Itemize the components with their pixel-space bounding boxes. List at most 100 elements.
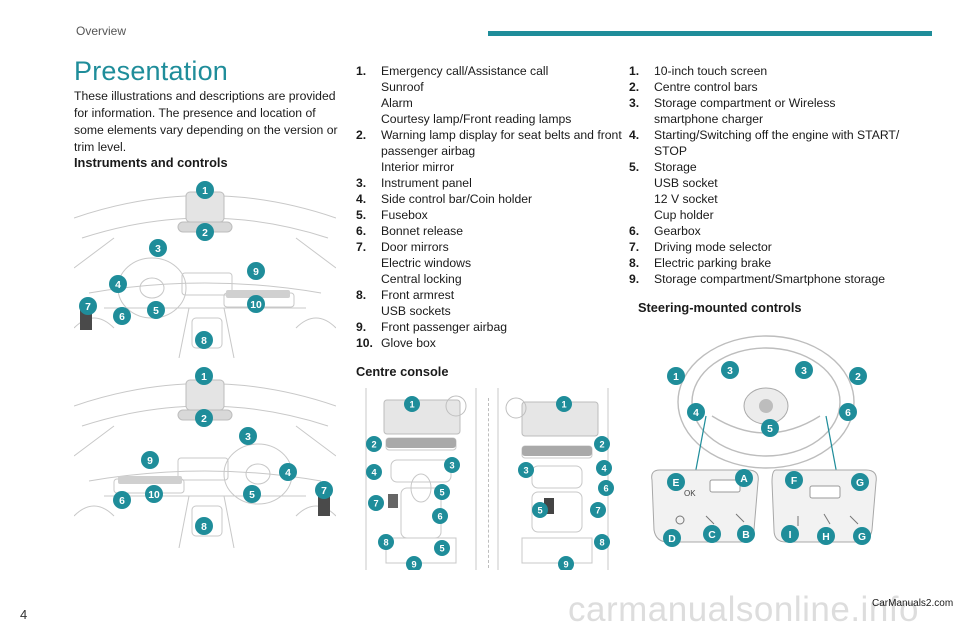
callout-badge-circle: [196, 223, 214, 241]
callout-badge: A: [735, 469, 753, 487]
callout-badge-circle: [239, 427, 257, 445]
item-text: Central locking: [381, 272, 462, 286]
callout-badge-circle: [839, 403, 857, 421]
callout-badge-label: F: [791, 476, 797, 487]
callout-badge-circle: [243, 485, 261, 503]
watermark: carmanualsonline.info: [568, 590, 919, 629]
callout-badge-circle: [518, 462, 534, 478]
list-item: 9.Storage compartment/Smartphone storage: [629, 271, 929, 287]
callout-badge-label: E: [673, 478, 680, 489]
console-divider: [488, 398, 489, 568]
callout-badge-label: 6: [603, 483, 608, 493]
item-text: Courtesy lamp/Front reading lamps: [381, 112, 572, 126]
callout-badge-circle: [145, 485, 163, 503]
callout-badge-circle: [667, 367, 685, 385]
header-accent-bar: [488, 31, 932, 36]
callout-badge: 3: [239, 427, 257, 445]
callout-badge: 2: [366, 436, 382, 452]
callout-badge-circle: [404, 396, 420, 412]
callout-badge-label: G: [856, 478, 864, 489]
callout-badge: 10: [145, 485, 163, 503]
callout-badge-label: B: [742, 530, 749, 541]
callout-badge-label: 2: [855, 372, 861, 383]
callout-badge-label: 9: [147, 456, 153, 467]
callout-badge: 6: [432, 508, 448, 524]
callout-badge-circle: [434, 484, 450, 500]
callout-badge: 8: [195, 517, 213, 535]
callout-badge-label: 8: [599, 537, 604, 547]
callout-badge-circle: [247, 295, 265, 313]
callout-badge: H: [817, 527, 835, 545]
item-text: Gearbox: [654, 224, 701, 238]
callout-badge-circle: [368, 495, 384, 511]
callout-badge-label: 6: [845, 408, 851, 419]
steering-heading: Steering-mounted controls: [638, 300, 802, 315]
item-text: Instrument panel: [381, 176, 472, 190]
callout-badge-circle: [279, 463, 297, 481]
callout-badge: 2: [196, 223, 214, 241]
callout-badge: B: [737, 525, 755, 543]
callout-badge-circle: [556, 396, 572, 412]
callout-badge: 4: [687, 403, 705, 421]
callout-badge-circle: [795, 361, 813, 379]
callout-badge-label: 7: [373, 498, 378, 508]
item-number: 3.: [356, 176, 367, 190]
callout-badge-label: 5: [439, 487, 444, 497]
item-text: Cup holder: [654, 208, 714, 222]
callout-badge-circle: [141, 451, 159, 469]
callout-badge: 4: [366, 464, 382, 480]
callout-badge-label: 1: [673, 372, 679, 383]
callout-badge: G: [851, 473, 869, 491]
list-item: 8.Electric parking brake: [629, 255, 929, 271]
callout-badge: 6: [113, 491, 131, 509]
item-text: Front passenger airbag: [381, 320, 508, 334]
callout-badge-circle: [721, 361, 739, 379]
callout-badge: 2: [849, 367, 867, 385]
callout-badge-circle: [79, 297, 97, 315]
item-text: Front armrest: [381, 288, 455, 302]
callout-badge-label: 4: [285, 468, 291, 479]
callout-badge-label: 8: [201, 336, 207, 347]
callout-badge: D: [663, 529, 681, 547]
callout-badge-label: 9: [253, 267, 259, 278]
callout-badge-label: 2: [201, 414, 207, 425]
item-text: 10-inch touch screen: [654, 64, 768, 78]
callout-badge: 5: [761, 419, 779, 437]
callout-badge: 3: [149, 239, 167, 257]
callout-badge-circle: [590, 502, 606, 518]
item-text: Storage compartment or Wireless: [654, 96, 836, 110]
callout-badge: C: [703, 525, 721, 543]
callout-badge-label: 10: [148, 490, 160, 501]
list-item: 6.Gearbox: [629, 223, 929, 239]
item-number: 5.: [629, 160, 640, 174]
callout-badge-circle: [703, 525, 721, 543]
callout-badge: 7: [590, 502, 606, 518]
callout-badge: 6: [598, 480, 614, 496]
instruments-heading: Instruments and controls: [74, 155, 228, 170]
item-number: 4.: [629, 128, 640, 142]
callout-badge-label: 1: [201, 372, 207, 383]
callout-badge: 9: [558, 556, 574, 570]
item-number: 8.: [629, 256, 640, 270]
svg-text:OK: OK: [684, 489, 696, 498]
callout-badge-label: 4: [693, 408, 699, 419]
callout-badge-label: 3: [155, 244, 161, 255]
callout-badge-circle: [366, 436, 382, 452]
item-number: 4.: [356, 192, 367, 206]
callout-badge-circle: [432, 508, 448, 524]
callout-badge-label: G: [858, 532, 866, 543]
item-number: 5.: [356, 208, 367, 222]
callout-badge: 9: [406, 556, 422, 570]
callout-badge: 4: [109, 275, 127, 293]
header-section-label: Overview: [76, 24, 127, 38]
callout-badge-circle: [596, 460, 612, 476]
callout-badge-label: 5: [249, 490, 255, 501]
list-item: 2.Centre control bars: [629, 79, 929, 95]
callout-badge-label: 6: [437, 511, 442, 521]
item-number: 2.: [356, 128, 367, 142]
